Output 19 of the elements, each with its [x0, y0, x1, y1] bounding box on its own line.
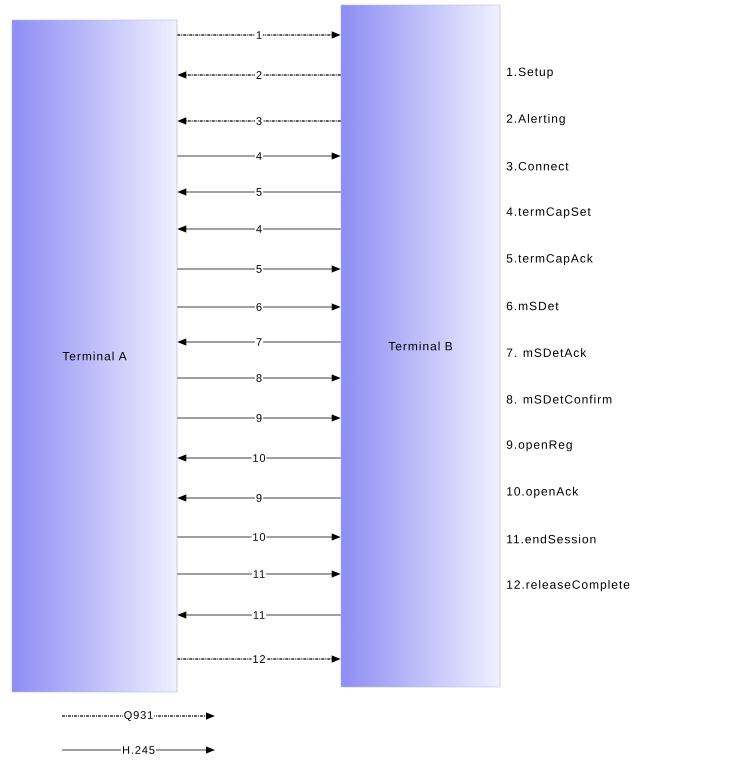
edge-label: 9 — [256, 494, 262, 502]
edge-label: 11 — [254, 611, 265, 619]
edge-label: 4 — [256, 225, 262, 233]
terminal-box: Terminal B — [340, 4, 500, 688]
edge-label: 10 — [253, 454, 266, 462]
edge-label: 9 — [256, 414, 262, 422]
edge-label: 12 — [253, 655, 265, 663]
edge-label: 5 — [256, 265, 262, 273]
terminal-box: Terminal A — [12, 20, 178, 692]
edge-label: 4 — [256, 152, 262, 160]
edge-label: 11 — [254, 570, 265, 578]
edge-label: 5 — [256, 188, 262, 196]
edge-label: 6 — [256, 303, 262, 311]
edge-label: 2 — [256, 71, 262, 79]
edge-label: 3 — [256, 117, 262, 125]
edge-label: 1 — [256, 31, 262, 39]
edge-label: 10 — [253, 533, 266, 541]
edge-label: 7 — [256, 338, 262, 346]
edge-label: 8 — [256, 374, 262, 382]
